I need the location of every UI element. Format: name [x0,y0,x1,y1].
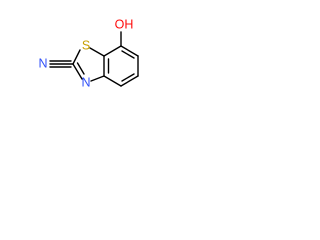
bond-c5-c4 [120,75,139,87]
bond-s-c2 [72,49,81,65]
bond-inner-c7-c6 [121,50,135,59]
bond-c7a-c7 [103,45,122,57]
bond-c4-c3a [103,75,122,87]
bond-inner-c5-c4 [121,73,135,82]
bond-c7-c6 [120,45,139,57]
structure-diagram: OH S N N [0,0,182,117]
molecule-drawing: OH S N N [38,17,139,89]
bond-c2-n3-double [76,62,85,75]
nitrile-nitrogen-label: N [38,56,47,70]
sulfur-label: S [82,38,90,52]
bond-c2-n3 [72,63,83,80]
bond-n3-c3a [90,75,105,82]
bond-c7a-s [89,47,105,57]
oxygen-label: OH [115,17,134,31]
ring-nitrogen-label: N [81,75,90,89]
